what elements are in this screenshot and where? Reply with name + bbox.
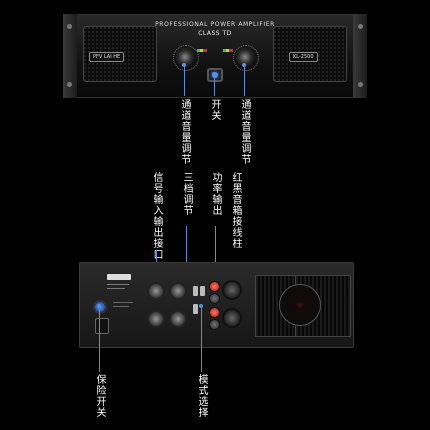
speakon-output-1[interactable] [224,282,240,298]
rack-ear-right [353,14,367,98]
screw-icon [358,24,363,29]
power-inlet [95,318,109,334]
callout-mode-select: 模式选择 [196,374,207,418]
class-label: CLASS TD [198,30,232,37]
left-volume-knob[interactable] [178,50,192,64]
callout-dot [212,72,216,76]
callout-speaker-posts: 红黑音箱接线柱 [230,172,241,249]
callout-dot [242,63,246,67]
amplifier-front-panel: PROFESSIONAL POWER AMPLIFIER CLASS TD PF… [63,14,367,98]
level-meter-right [223,49,233,52]
callout-three-gear: 三档调节 [181,172,192,216]
mode-switch[interactable] [193,304,198,314]
callout-line [215,226,216,280]
callout-line [214,75,215,96]
binding-post-red-2[interactable] [210,308,219,317]
brand-badge: PFV LAI HE [89,52,125,62]
speakon-output-2[interactable] [224,310,240,326]
right-volume-knob[interactable] [238,50,252,64]
callout-left-volume: 通道音量调节 [179,99,190,165]
binding-post-black-1[interactable] [210,294,219,303]
knob-scale-left [173,45,199,71]
binding-post-red-1[interactable] [210,282,219,291]
front-panel-title: PROFESSIONAL POWER AMPLIFIER [155,21,275,28]
callout-power-output: 功率输出 [210,172,221,216]
rear-text-line [113,306,129,307]
callout-line [201,307,202,372]
callout-dot [199,304,203,308]
xlr-output-2[interactable] [171,312,185,326]
level-meter-left [197,49,207,52]
cooling-fan-icon [279,284,321,326]
callout-dot [97,304,101,308]
model-badge: KL-2500 [289,52,318,62]
callout-dot [182,63,186,67]
callout-right-volume: 通道音量调节 [239,99,250,165]
callout-line [244,66,245,96]
screw-icon [67,82,72,87]
front-grille-right [273,26,347,82]
amplifier-rear-panel [79,262,354,348]
screw-icon [67,24,72,29]
callout-line [99,307,100,372]
screw-icon [358,82,363,87]
callout-power-switch: 开关 [209,99,220,121]
xlr-input-2[interactable] [149,312,163,326]
rear-text-line [107,284,129,285]
binding-post-black-2[interactable] [210,320,219,329]
callout-signal-io: 信号输入输出接口 [151,172,162,260]
rear-text-line [113,302,133,303]
rear-text-line [107,288,125,289]
xlr-input-1[interactable] [149,284,163,298]
rack-ear-left [63,14,77,98]
callout-line [184,66,185,96]
xlr-output-1[interactable] [171,284,185,298]
callout-line [186,226,187,280]
knob-scale-right [233,45,259,71]
callout-fuse-switch: 保险开关 [94,374,105,418]
gain-switch-1[interactable] [193,286,198,296]
gain-switch-2[interactable] [200,286,205,296]
rear-sticker [107,274,131,280]
